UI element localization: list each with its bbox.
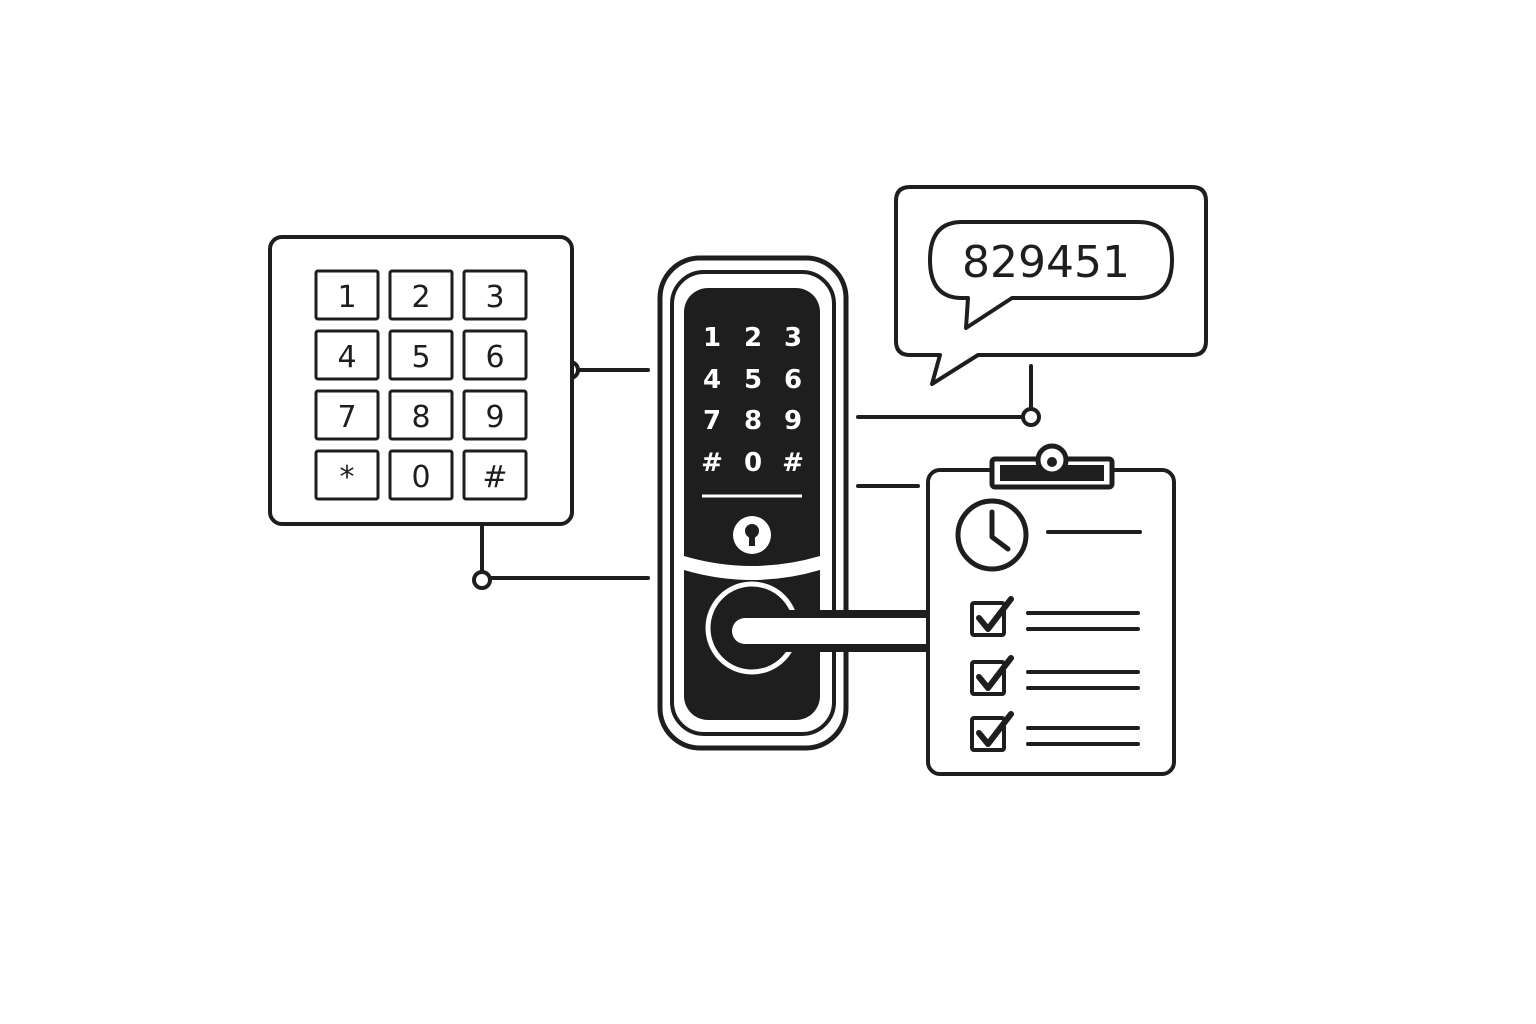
checkbox-icon [970,711,1014,752]
lever-arm [732,618,942,644]
keypad-key-label: 3 [485,280,504,315]
connector-message [856,364,1033,419]
lock-key-label: 5 [744,365,762,395]
keypad-key-label: 4 [337,340,356,375]
keypad-key-label: 2 [411,280,430,315]
keypad-panel: 1 2 3 4 5 6 7 8 9 * 0 # [268,235,574,526]
lock-key-label: 0 [744,448,762,478]
message-bubble-inner [928,220,1174,330]
keypad-key: 4 [314,329,380,381]
keypad-key-label: 5 [411,340,430,375]
keypad-key: 6 [462,329,528,381]
keypad-key: 3 [462,269,528,321]
keypad-key-label: 8 [411,400,430,435]
keypad-key-label: * [340,460,355,495]
keypad-key: 8 [388,389,454,441]
keypad-key: 7 [314,389,380,441]
message-bubble: 829451 [894,185,1208,386]
keypad-key-label: 1 [337,280,356,315]
log-row [970,711,1140,752]
keypad-keys: 1 2 3 4 5 6 7 8 9 * 0 # [314,269,528,501]
keypad-key: 0 [388,449,454,501]
keypad-key-label: 9 [485,400,504,435]
connector-node [1021,407,1041,427]
lock-key-label: 9 [784,406,802,436]
lock-key-label: 4 [703,365,721,395]
checkbox-icon [970,655,1014,696]
log-rows [970,596,1140,752]
message-code: 829451 [962,237,1130,288]
clock-icon [955,498,1029,572]
lock-key-label: # [782,448,804,478]
keypad-key: * [314,449,380,501]
lock-key-label: 6 [784,365,802,395]
keypad-key: 1 [314,269,380,321]
lock-key-label: # [701,448,723,478]
lever-handle [705,581,950,675]
clipboard-log [926,443,1176,776]
checkbox-icon [970,596,1014,637]
connectors [480,364,1033,580]
lock-body-divider [684,556,820,580]
log-row [970,655,1140,696]
keypad-key: 5 [388,329,454,381]
lock-key-label: 3 [784,323,802,353]
connector-keypad-bottom [480,524,650,580]
connector-node [472,570,492,590]
clipboard-clip [989,443,1115,490]
keypad-key-label: 7 [337,400,356,435]
keypad-key-label: # [482,460,507,495]
lock-key-label: 1 [703,323,721,353]
log-row [970,596,1140,637]
lock-key-label: 2 [744,323,762,353]
keyhole-icon [733,516,771,554]
keypad-key-label: 0 [411,460,430,495]
keypad-key-label: 6 [485,340,504,375]
keypad-key: 9 [462,389,528,441]
lock-key-label: 8 [744,406,762,436]
keypad-key: # [462,449,528,501]
keypad-key: 2 [388,269,454,321]
lock-key-label: 7 [703,406,721,436]
